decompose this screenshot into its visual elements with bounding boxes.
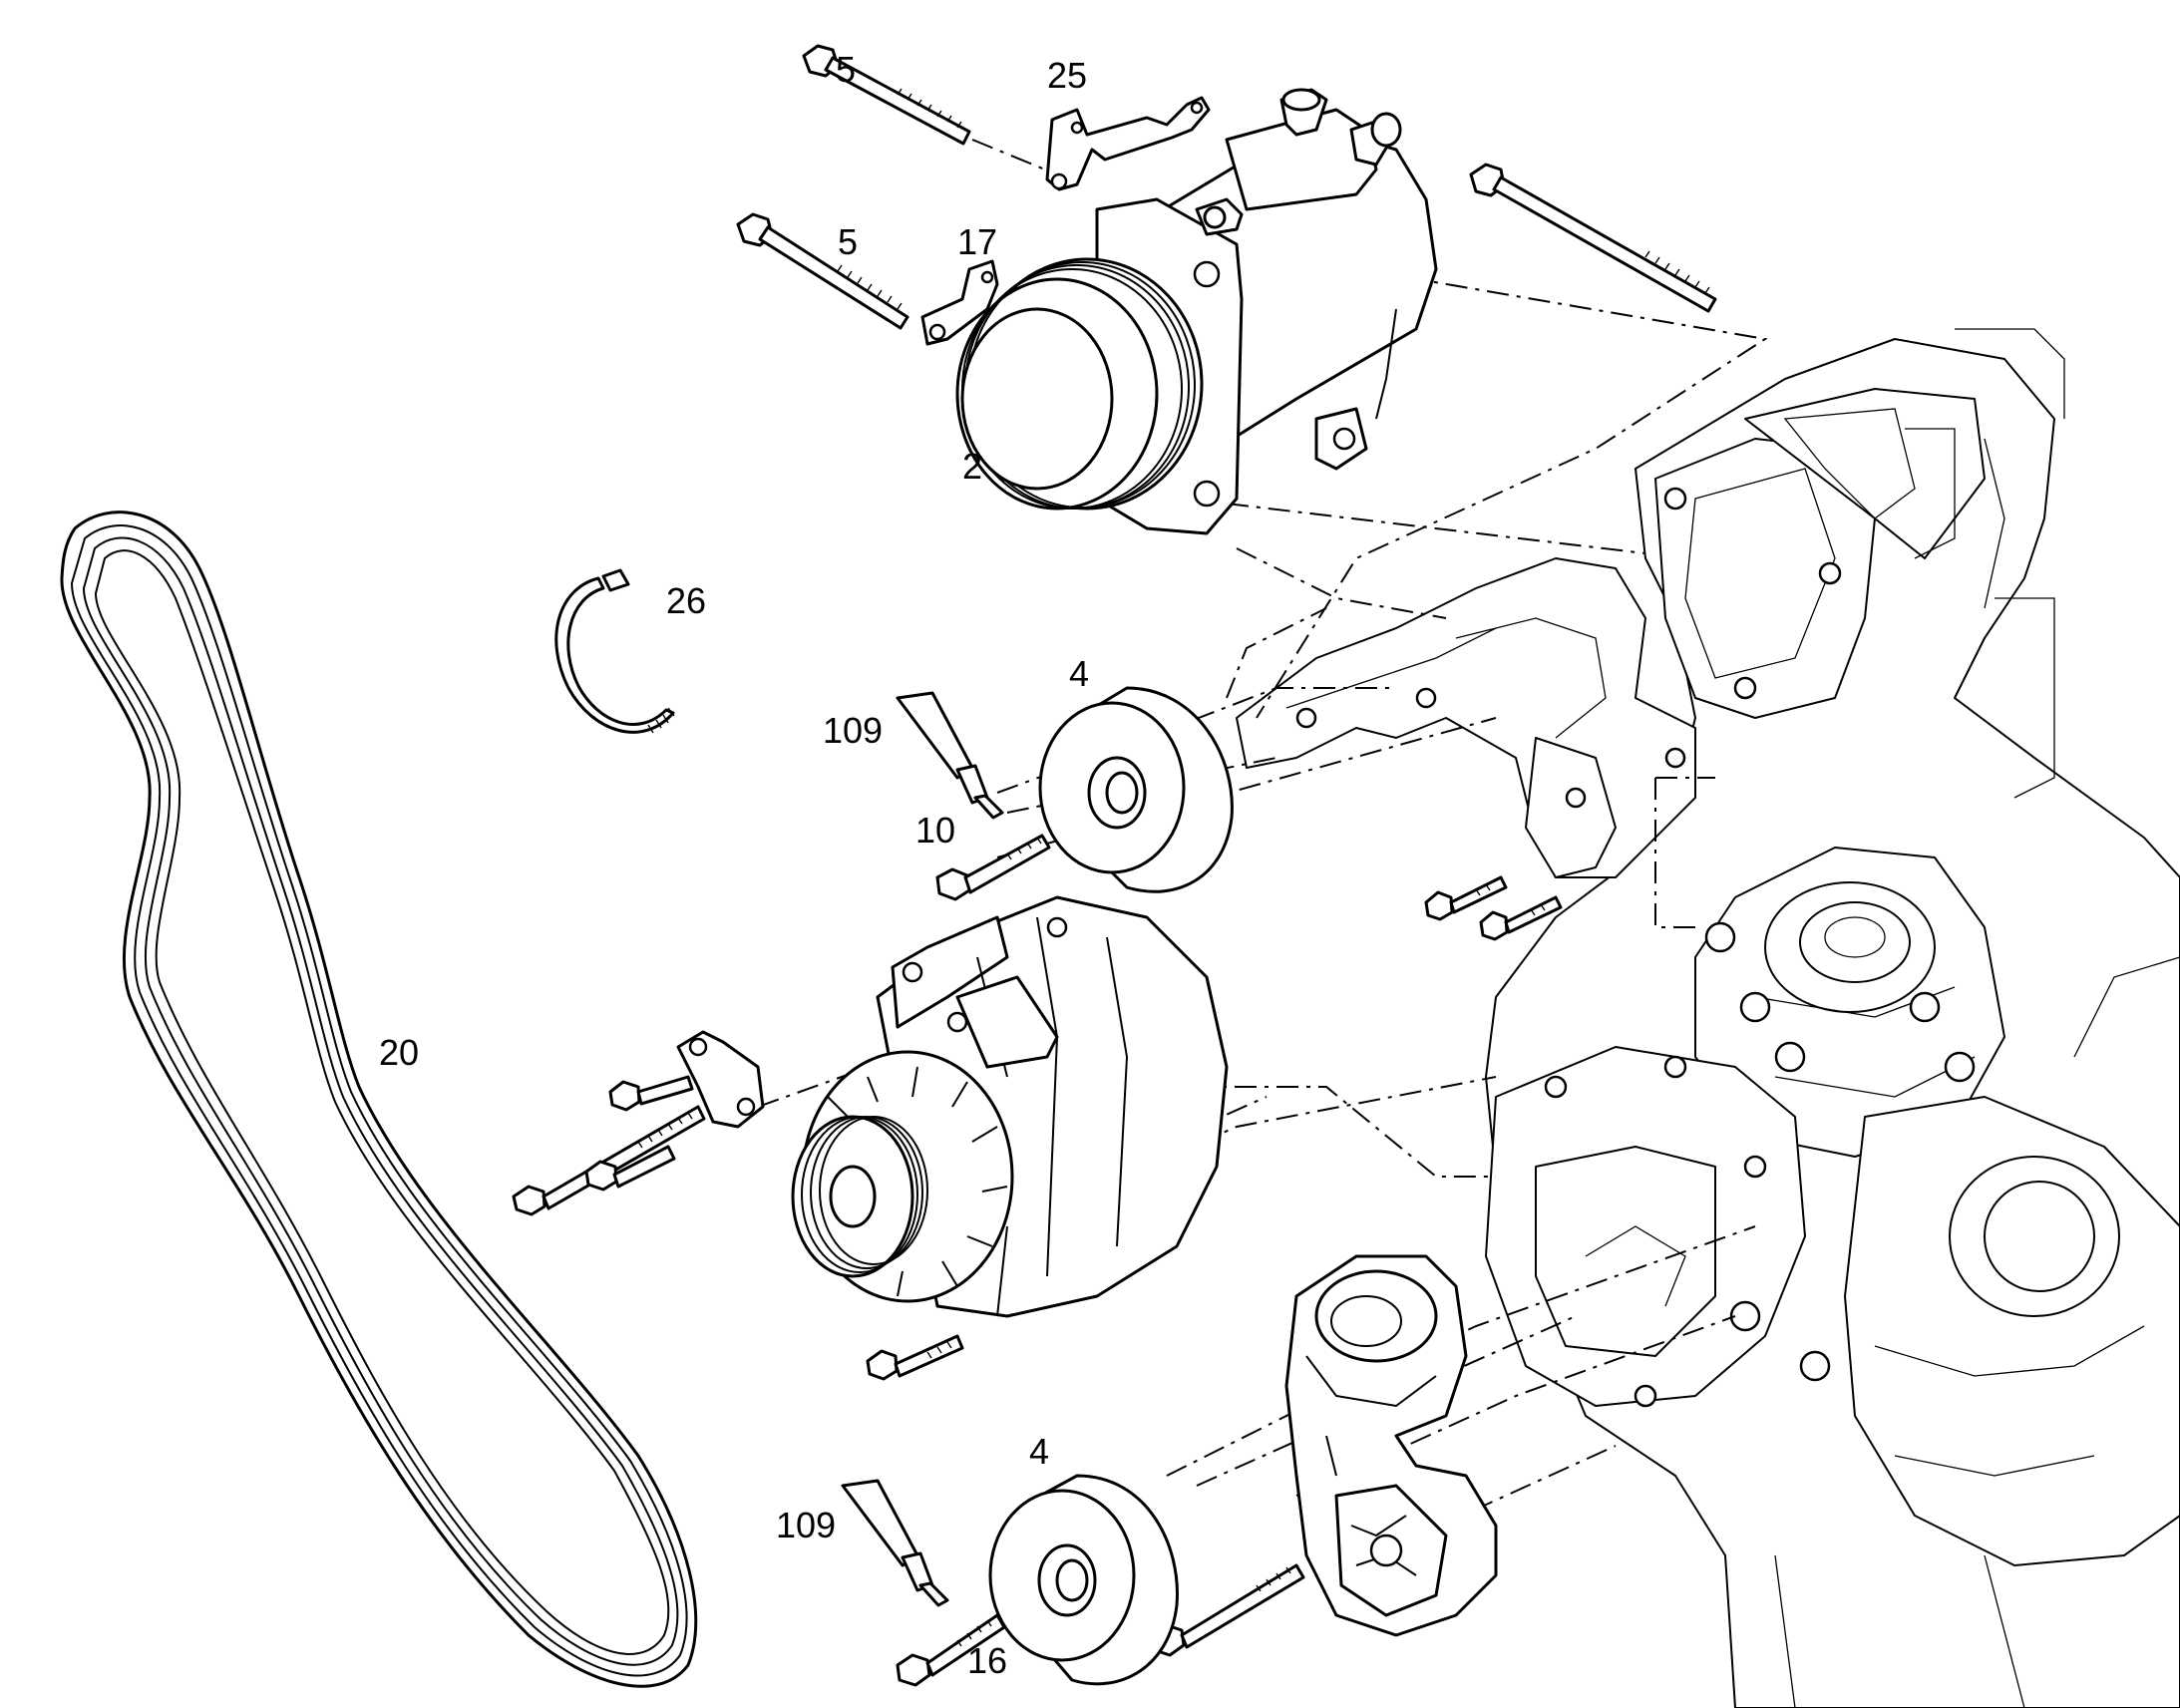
bolt-5-lower (736, 212, 909, 330)
label-part-20: 20 (379, 1032, 419, 1073)
belt-tensioner (1284, 1254, 1498, 1637)
label-part-4-lower: 4 (1029, 1431, 1049, 1472)
serpentine-belt-20 (60, 511, 698, 1688)
ac-compressor-2 (955, 88, 1438, 535)
alternator (791, 895, 1229, 1318)
engine-block (1485, 328, 2180, 1708)
label-part-26: 26 (666, 580, 706, 621)
alternator-plate-and-bolts (512, 1030, 964, 1381)
clamp-band-26 (554, 568, 675, 734)
long-bolt-top-right (1469, 163, 1717, 313)
label-part-16: 16 (967, 1640, 1007, 1681)
bracket-bolts-center (1424, 875, 1563, 941)
sealant-tube-109-lower (841, 1479, 949, 1607)
bracket-25 (1045, 96, 1211, 191)
label-part-2: 2 (962, 446, 982, 487)
bolt-16 (896, 1613, 1006, 1687)
sealant-tube-109-upper (896, 691, 1004, 820)
bolt-5-upper (802, 44, 971, 146)
idler-pulley-4-lower (988, 1474, 1179, 1686)
label-part-10: 10 (915, 810, 955, 851)
callout-labels: 5 25 5 17 2 26 4 109 10 20 4 109 16 (379, 49, 1089, 1681)
label-part-17: 17 (957, 221, 997, 262)
bracket-17 (920, 259, 999, 346)
label-part-109-lower: 109 (776, 1505, 836, 1545)
bolt-10 (935, 834, 1051, 901)
label-part-5-lower: 5 (838, 221, 858, 262)
label-part-5-upper: 5 (836, 49, 856, 90)
idler-pulley-4-upper (1038, 686, 1234, 893)
label-part-4-upper: 4 (1069, 653, 1089, 694)
label-part-25: 25 (1047, 55, 1087, 96)
label-part-109-upper: 109 (823, 710, 883, 751)
mounting-bracket (1236, 557, 1696, 878)
